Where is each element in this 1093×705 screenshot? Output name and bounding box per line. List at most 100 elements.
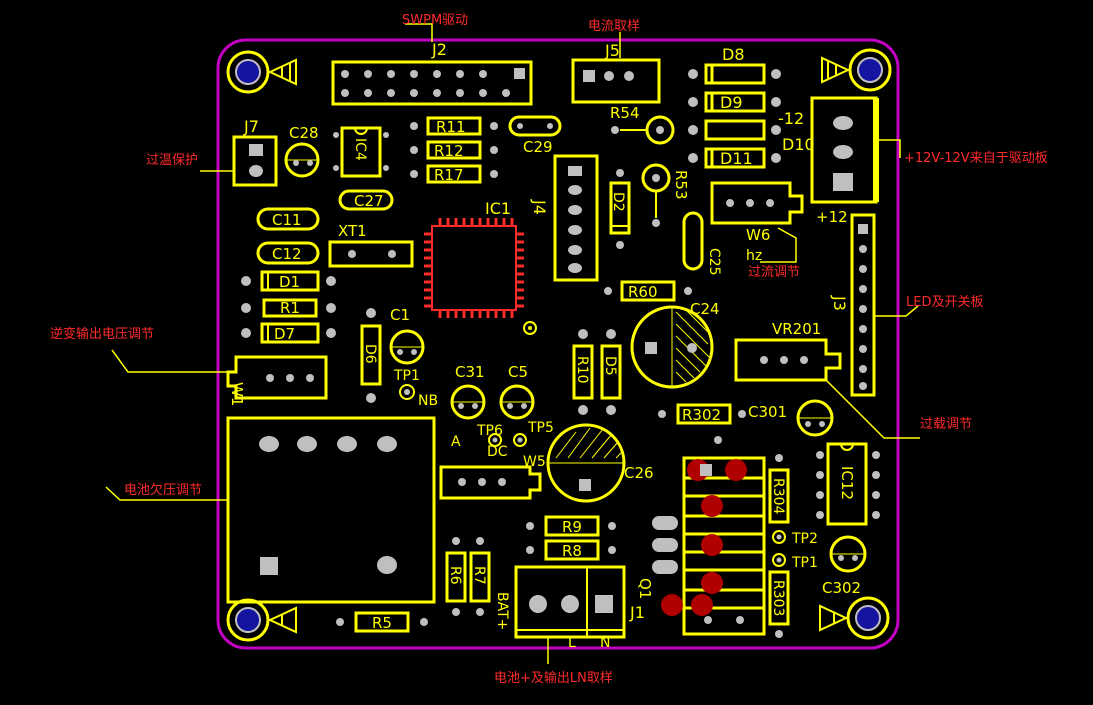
component-row-d1-r1-d7: D1 R1 D7 bbox=[241, 270, 336, 344]
capacitor-c27: C27 bbox=[338, 189, 394, 211]
r12-label: R12 bbox=[434, 142, 464, 160]
annotation-inverter-voltage-adjust: 逆变输出电压调节 bbox=[50, 326, 154, 342]
board-outline bbox=[216, 38, 900, 650]
diode-d5: D5 bbox=[600, 329, 622, 415]
connector-j7: J7 bbox=[232, 117, 278, 187]
hz-label: hz bbox=[746, 248, 762, 264]
mounting-hole-top-left bbox=[226, 50, 297, 94]
resistor-r304: R304 bbox=[768, 454, 790, 524]
d7-label: D7 bbox=[274, 325, 295, 343]
j7-label: J7 bbox=[243, 117, 259, 136]
r7-label: R7 bbox=[471, 566, 487, 585]
c26-label: C26 bbox=[624, 464, 654, 482]
tp6-label: TP6 bbox=[476, 423, 503, 439]
vr201-label: VR201 bbox=[772, 320, 821, 338]
trimmer-w6: W6 hz bbox=[710, 181, 804, 264]
diode-d6: D6 bbox=[360, 308, 382, 403]
resistor-group-r11-r17: R11 R12 R17 bbox=[410, 116, 498, 184]
r54-label: R54 bbox=[610, 104, 640, 122]
q1-label: Q1 bbox=[636, 578, 654, 599]
n-label: N bbox=[600, 635, 610, 651]
capacitor-c5: C5 bbox=[499, 363, 535, 420]
c11-label: C11 bbox=[272, 211, 302, 229]
j5-label: J5 bbox=[604, 41, 620, 60]
r17-label: R17 bbox=[434, 166, 464, 184]
c24-label: C24 bbox=[690, 300, 720, 318]
nb-label: NB bbox=[418, 393, 438, 409]
c31-label: C31 bbox=[455, 363, 485, 381]
capacitor-c1: C1 bbox=[389, 306, 425, 365]
annotation-battery-undervoltage-adjust: 电池欠压调节 bbox=[124, 482, 202, 498]
connector-j2: J2 bbox=[331, 40, 533, 106]
connector-j4: J4 bbox=[530, 154, 599, 282]
r11-label: R11 bbox=[436, 118, 466, 136]
resistor-r53: R53 bbox=[641, 163, 690, 227]
r1-label: R1 bbox=[280, 299, 300, 317]
relay-block bbox=[226, 416, 436, 604]
d10-label: D10 bbox=[782, 135, 815, 154]
mounting-holes bbox=[226, 48, 892, 642]
tp1-lower-label: TP1 bbox=[791, 555, 818, 571]
l-label: L bbox=[568, 635, 576, 651]
c302-label: C302 bbox=[822, 579, 861, 597]
c301-label: C301 bbox=[748, 403, 787, 421]
capacitor-c25: C25 bbox=[682, 211, 722, 276]
resistor-r10: R10 bbox=[572, 329, 594, 415]
r304-label: R304 bbox=[770, 478, 786, 515]
r10-label: R10 bbox=[574, 356, 590, 384]
j2-label: J2 bbox=[431, 40, 447, 59]
annotation-overtemp-protect: 过温保护 bbox=[146, 153, 198, 168]
c12-label: C12 bbox=[272, 245, 302, 263]
c1-label: C1 bbox=[390, 306, 410, 324]
power-terminal bbox=[810, 96, 879, 204]
j1-label: J1 bbox=[629, 603, 645, 622]
r8-label: R8 bbox=[562, 542, 582, 560]
annotation-overload-adjust: 过载调节 bbox=[920, 417, 972, 432]
c29-label: C29 bbox=[523, 138, 553, 156]
d8-label: D8 bbox=[722, 45, 745, 64]
c27-label: C27 bbox=[354, 192, 384, 210]
a-label: A bbox=[451, 434, 461, 450]
r6-label: R6 bbox=[447, 566, 463, 585]
annotation-spwm-drive: SWPM驱动 bbox=[402, 13, 468, 28]
d1-label: D1 bbox=[279, 273, 300, 291]
capacitor-c301: C301 bbox=[748, 399, 834, 437]
mosfet-array-q1: Q1 bbox=[636, 456, 766, 636]
annotation-led-switch-board: LED及开关板 bbox=[906, 295, 983, 310]
xt1-label: XT1 bbox=[338, 222, 367, 240]
w6-label: W6 bbox=[746, 226, 770, 244]
r60-label: R60 bbox=[628, 283, 658, 301]
plus12-label: +12 bbox=[816, 208, 848, 226]
ic4-label: IC4 bbox=[352, 138, 368, 161]
c5-label: C5 bbox=[508, 363, 528, 381]
resistor-r302: R302 bbox=[658, 403, 746, 444]
d6-label: D6 bbox=[362, 344, 378, 364]
capacitor-c28: C28 bbox=[284, 124, 320, 178]
dc-label: DC bbox=[487, 444, 508, 460]
connector-j3: J3 bbox=[830, 213, 876, 397]
resistor-r54: R54 bbox=[610, 104, 675, 145]
capacitor-c29: C29 bbox=[508, 115, 562, 156]
d2-label: D2 bbox=[610, 192, 626, 212]
d9-label: D9 bbox=[720, 93, 743, 112]
mounting-hole-bottom-left bbox=[226, 598, 297, 642]
testpoints-tp6-tp5: TP6 TP5 A DC bbox=[451, 420, 554, 460]
ic-ic12: IC12 bbox=[816, 442, 880, 526]
ic-ic4: IC4 bbox=[333, 126, 389, 178]
j4-label: J4 bbox=[530, 199, 549, 215]
annotation-battery-output-sample: 电池+及输出LN取样 bbox=[494, 670, 613, 686]
trimmer-w5: W5 bbox=[439, 454, 546, 500]
j3-label: J3 bbox=[830, 295, 849, 311]
callout-lines bbox=[105, 23, 920, 664]
resistors-r9-r8: R9 R8 bbox=[526, 515, 616, 561]
c25-label: C25 bbox=[706, 248, 722, 276]
capacitor-c11: C11 bbox=[256, 207, 320, 231]
mounting-hole-top-right bbox=[821, 48, 892, 92]
capacitor-c24: C24 bbox=[630, 300, 720, 389]
connector-j1: J1 L N bbox=[514, 565, 645, 651]
w5-label: W5 bbox=[523, 454, 546, 470]
annotation-power-from-drive: +12V-12V来自于驱动板 bbox=[904, 151, 1048, 166]
diode-d2: D2 bbox=[609, 169, 631, 249]
